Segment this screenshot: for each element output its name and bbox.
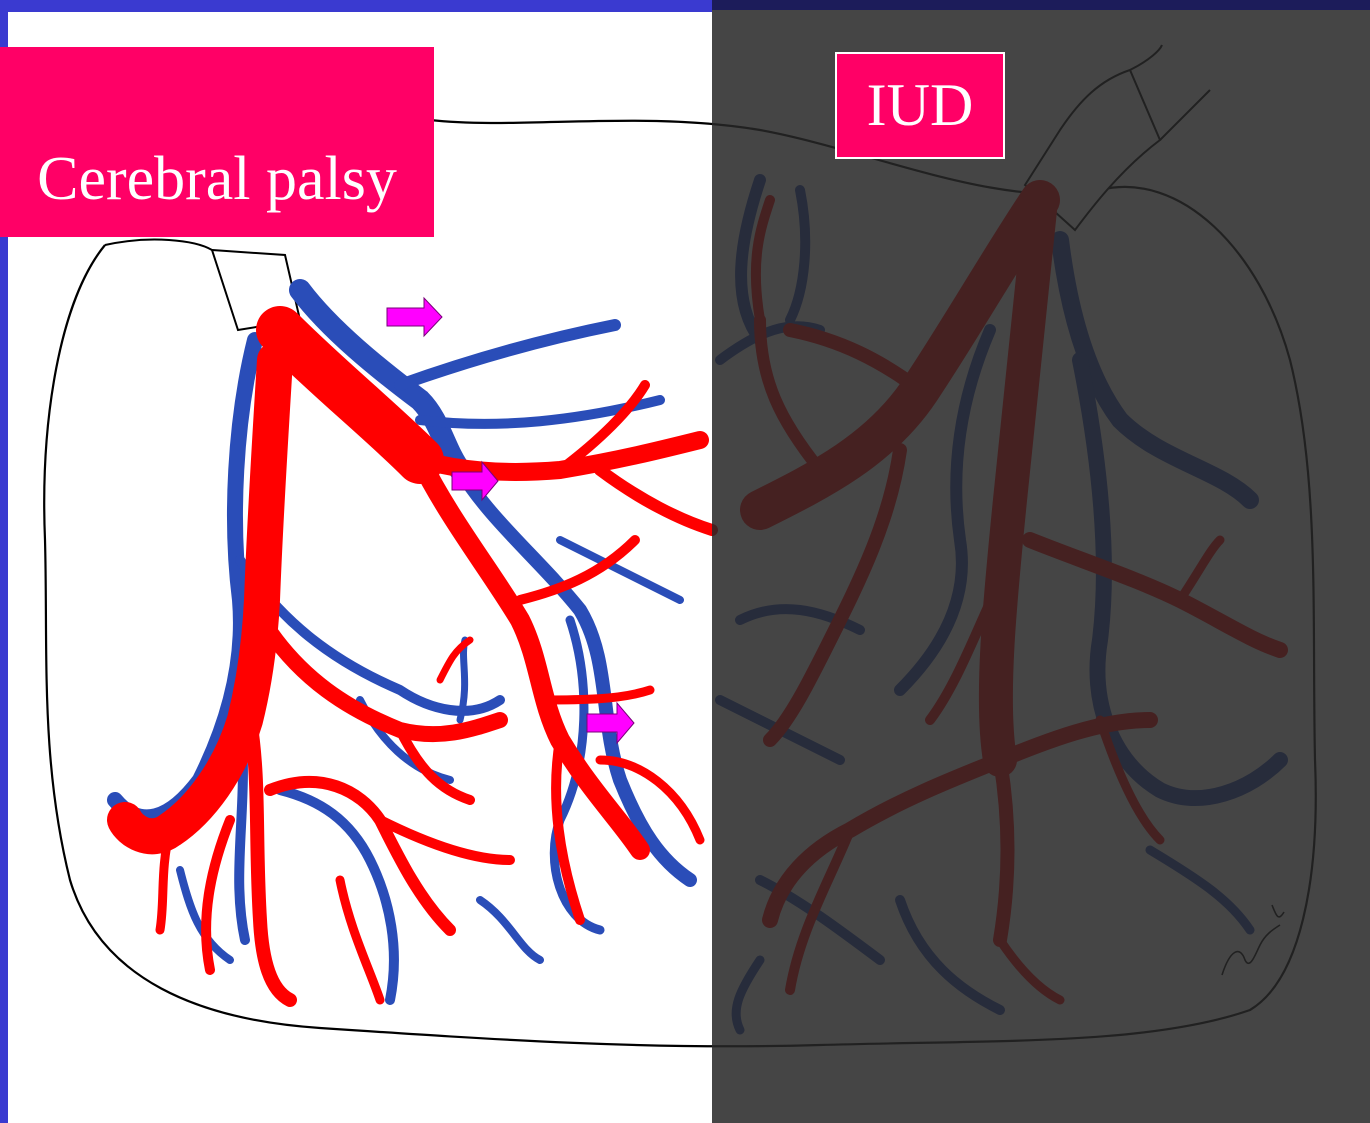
arteries-left	[125, 330, 712, 1000]
right-panel-dim-overlay	[712, 10, 1370, 1123]
magenta-arrow-icon	[387, 298, 442, 336]
cerebral-palsy-label: Cerebral palsy	[0, 47, 434, 237]
veins-left	[115, 290, 690, 1000]
iud-label: IUD	[835, 52, 1005, 159]
